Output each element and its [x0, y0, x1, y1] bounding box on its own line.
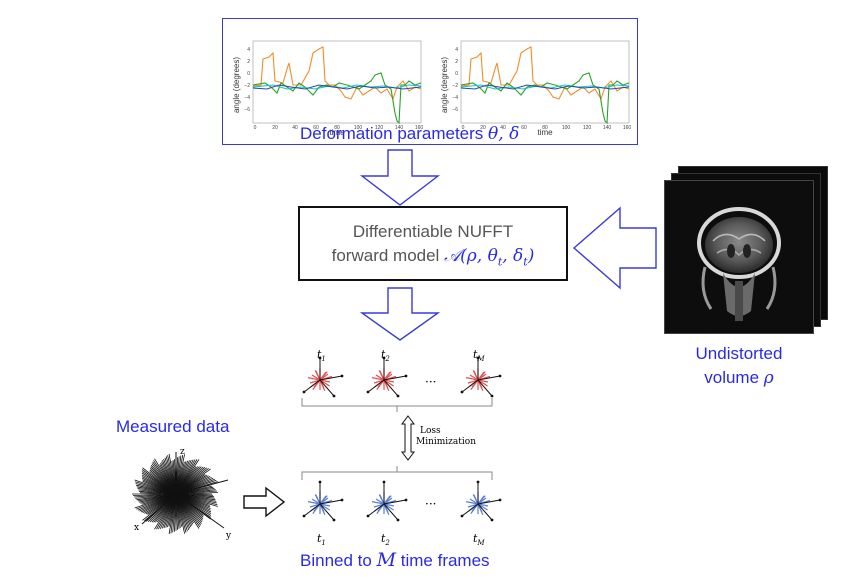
svg-text:0: 0	[455, 71, 458, 77]
arrow-right-measured	[243, 486, 286, 518]
axis-y-label: y	[225, 531, 232, 541]
undistorted-line1: Undistorted	[695, 344, 783, 363]
arrow-left-volume	[572, 206, 657, 290]
bottom-frame-label-2: t2	[381, 532, 390, 547]
svg-text:60: 60	[313, 125, 319, 131]
svg-text:120: 120	[375, 125, 384, 131]
bottom-frame-m	[460, 480, 502, 522]
deformation-caption-text: Deformation parameters	[300, 124, 489, 143]
svg-text:−2: −2	[452, 83, 458, 89]
bottom-frame-1	[302, 480, 344, 522]
svg-text:2: 2	[455, 59, 458, 65]
svg-text:−4: −4	[452, 95, 458, 101]
undistorted-label: Undistorted volume ρ	[684, 342, 794, 390]
loss-double-arrow	[401, 415, 415, 461]
axis-z-label: z	[180, 447, 185, 457]
plot-right-ylabel: angle (degrees)	[440, 57, 449, 113]
measured-data-label: Measured data	[116, 417, 230, 436]
bottom-frame-label-1: t1	[317, 532, 326, 547]
top-frame-1	[302, 356, 344, 398]
plot-right-xticks: 0 20 40 60 80 100 120 140 160	[462, 125, 632, 131]
svg-text:40: 40	[292, 125, 298, 131]
svg-text:20: 20	[480, 125, 486, 131]
deformation-plots: angle (degrees) time 4 2 0 −2 −4 −6 0 20…	[232, 40, 632, 137]
svg-text:80: 80	[334, 125, 340, 131]
svg-text:100: 100	[354, 125, 363, 131]
radial-spoke	[175, 492, 219, 495]
measured-data-sphere: z x y	[132, 447, 232, 541]
deformation-caption: Deformation parameters θ, δ	[300, 124, 519, 144]
svg-text:−2: −2	[244, 83, 250, 89]
loss-line1: Loss	[420, 426, 441, 436]
svg-text:100: 100	[562, 125, 571, 131]
bottom-frame-2	[366, 480, 408, 522]
top-frame-m	[460, 356, 502, 398]
svg-text:0: 0	[462, 125, 465, 131]
svg-text:−4: −4	[244, 95, 250, 101]
svg-text:160: 160	[623, 125, 632, 131]
svg-text:−6: −6	[452, 107, 458, 113]
svg-text:0: 0	[247, 71, 250, 77]
arrow-down-1	[359, 149, 441, 206]
svg-text:4: 4	[247, 47, 250, 53]
top-frame-2	[366, 356, 408, 398]
bottom-frame-label-m: tM	[473, 532, 485, 547]
binned-frames-panel: Loss Minimization t1 t2 tM ··· t1 t2 tM …	[301, 348, 502, 547]
top-frame-label-m: tM	[473, 348, 485, 363]
svg-text:140: 140	[603, 125, 612, 131]
svg-text:0: 0	[254, 125, 257, 131]
undistorted-line2: volume ρ	[704, 368, 774, 388]
svg-text:60: 60	[521, 125, 527, 131]
brain-mri-slice	[664, 180, 814, 334]
svg-text:4: 4	[455, 47, 458, 53]
plot-left-xticks: 0 20 40 60 80 100 120 140 160	[254, 125, 424, 131]
svg-text:80: 80	[542, 125, 548, 131]
mri-volume-stack	[664, 166, 828, 334]
plot-right-xlabel: time	[537, 128, 553, 137]
svg-text:2: 2	[247, 59, 250, 65]
binned-caption: Binned to M time frames	[300, 549, 490, 571]
top-ellipsis: ···	[425, 375, 436, 389]
svg-text:140: 140	[395, 125, 404, 131]
arrow-down-2	[359, 287, 441, 341]
deformation-plots-panel: angle (degrees) time 4 2 0 −2 −4 −6 0 20…	[222, 18, 638, 145]
svg-text:40: 40	[500, 125, 506, 131]
plot-left-ylabel: angle (degrees)	[232, 57, 241, 113]
axis-x-label: x	[134, 523, 139, 533]
loss-line2: Minimization	[416, 437, 476, 447]
svg-text:160: 160	[415, 125, 424, 131]
svg-text:−6: −6	[244, 107, 250, 113]
svg-text:20: 20	[272, 125, 278, 131]
deformation-caption-symbols: θ, δ	[488, 124, 520, 144]
bottom-ellipsis: ···	[425, 497, 436, 511]
plot-right-yticks: 4 2 0 −2 −4 −6	[452, 47, 458, 113]
forward-model-box: Differentiable NUFFT forward model 𝒜(ρ, …	[298, 206, 568, 281]
top-frame-label-1: t1	[317, 348, 326, 363]
model-box-line1: Differentiable NUFFT	[352, 222, 514, 241]
model-box-line2: forward model 𝒜(ρ, θt, δt)	[331, 246, 535, 269]
plot-left-xlabel: time	[329, 128, 345, 137]
top-frames	[302, 356, 502, 398]
plot-left-yticks: 4 2 0 −2 −4 −6	[244, 47, 250, 113]
top-frame-label-2: t2	[381, 348, 390, 363]
bottom-frames	[302, 480, 502, 522]
svg-text:120: 120	[583, 125, 592, 131]
